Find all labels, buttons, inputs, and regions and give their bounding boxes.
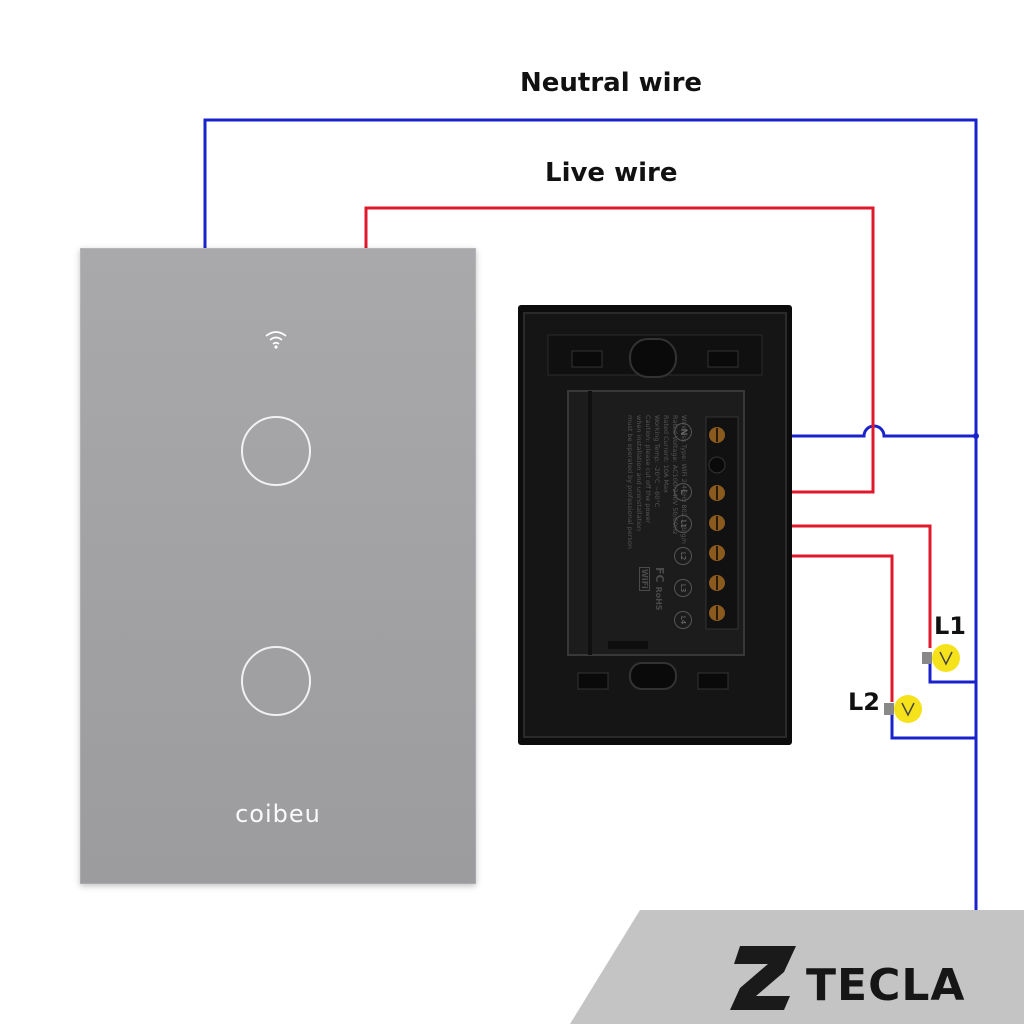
neutral-wire-to-l2: [890, 712, 976, 740]
screw-icon: [709, 485, 725, 501]
screw-icon: [709, 427, 725, 443]
screw-icon: [709, 515, 725, 531]
neutral-junction: [973, 433, 979, 439]
screw-icon: [709, 605, 725, 621]
brand-banner: [570, 910, 1024, 1024]
touch-button-2[interactable]: [241, 646, 311, 716]
lamp-l2-icon: [884, 695, 922, 723]
back-module-drawing: [523, 312, 787, 738]
live-wire-l1-terminal: [740, 524, 932, 648]
lamp-l1-label: L1: [934, 612, 966, 640]
live-wire: [364, 206, 875, 494]
tecla-logo-icon: [730, 946, 796, 1010]
lamp-l2-label: L2: [848, 688, 880, 716]
touch-button-1[interactable]: [241, 416, 311, 486]
screw-icon: [708, 456, 726, 474]
terminal-screws: [708, 427, 726, 621]
lamp-l1-icon: [922, 644, 960, 672]
wifi-icon: [265, 331, 287, 349]
screw-icon: [709, 545, 725, 561]
banner-brand-text: TECLA: [806, 960, 966, 1011]
neutral-wire-label: Neutral wire: [520, 68, 703, 98]
screw-icon: [709, 575, 725, 591]
neutral-wire: [203, 118, 978, 910]
switch-back-module: Wireless Type: WiFi 2.4GHz 802.11b/g/n R…: [518, 305, 792, 745]
switch-front-panel: coibeu: [80, 248, 476, 884]
live-wire-label: Live wire: [545, 158, 678, 188]
brand-logo: coibeu: [235, 800, 321, 828]
neutral-wire-to-l1: [928, 664, 976, 684]
